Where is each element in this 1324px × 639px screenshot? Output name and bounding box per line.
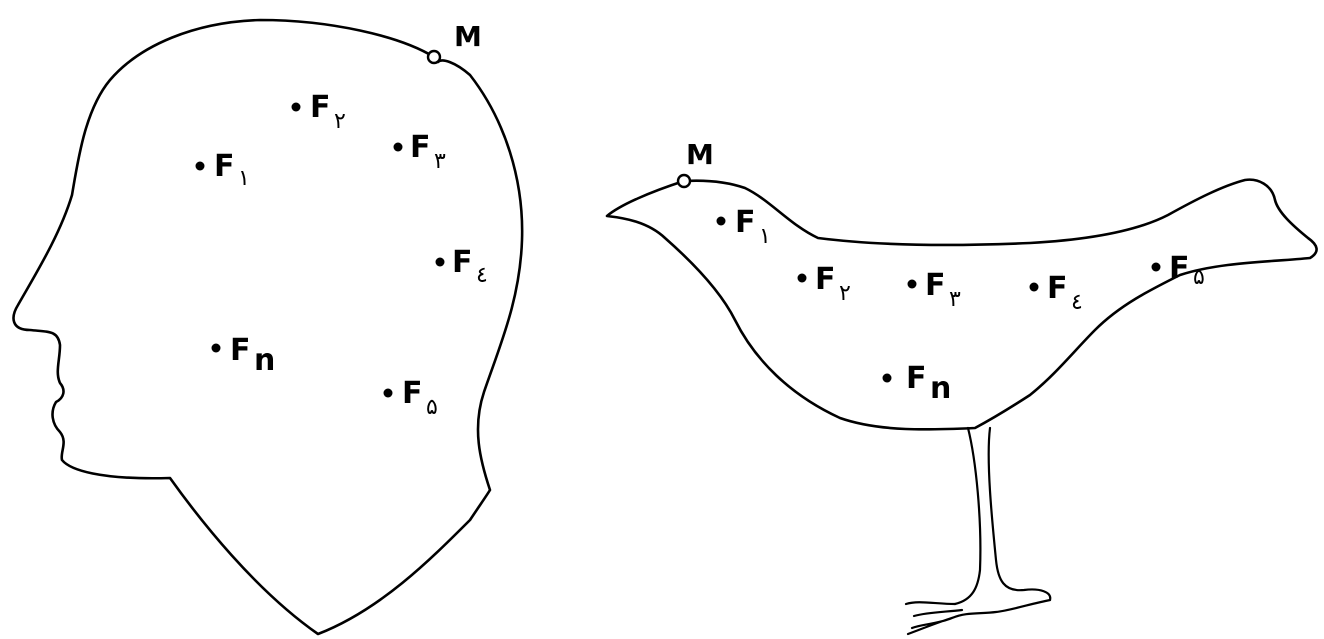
- bird-focus-4-letter: F: [1047, 271, 1068, 306]
- head-figure: M F ۱ F ۲ F ۳ F ٤ F n F ۵: [14, 20, 523, 634]
- head-focus-1-letter: F: [214, 149, 235, 184]
- bird-focus-2-sub: ۲: [839, 281, 851, 306]
- bird-focus-2: F ۲: [798, 262, 851, 306]
- head-focus-2-letter: F: [310, 90, 331, 125]
- head-focus-2-sub: ۲: [334, 109, 346, 134]
- bird-focus-5-letter: F: [1169, 251, 1190, 286]
- head-focus-n-letter: F: [230, 333, 251, 368]
- bird-m-point: [678, 175, 690, 187]
- head-focus-5-letter: F: [402, 376, 423, 411]
- bird-body-outline: [607, 180, 1317, 430]
- bird-focus-n-sub: n: [930, 371, 951, 406]
- head-focus-5-sub: ۵: [426, 395, 438, 420]
- head-focus-n: F n: [212, 333, 276, 378]
- bird-focus-1-letter: F: [735, 205, 756, 240]
- bird-figure: M F ۱ F ۲ F ۳ F ٤ F ۵ F n: [607, 138, 1317, 634]
- head-focus-1-sub: ۱: [238, 166, 250, 191]
- bird-focus-5-sub: ۵: [1193, 265, 1205, 290]
- bird-focus-n-letter: F: [906, 361, 927, 396]
- bird-focus-3-letter: F: [925, 268, 946, 303]
- bird-focus-2-letter: F: [815, 262, 836, 297]
- head-focus-5: F ۵: [384, 376, 438, 420]
- head-focus-4: F ٤: [436, 245, 488, 288]
- head-focus-3-sub: ۳: [434, 149, 446, 174]
- head-outline: [14, 20, 523, 634]
- head-focus-3-letter: F: [410, 130, 431, 165]
- head-focus-4-letter: F: [452, 245, 473, 280]
- head-focus-2: F ۲: [292, 90, 346, 134]
- bird-focus-3: F ۳: [908, 268, 962, 312]
- bird-foot-outline: [906, 600, 1050, 634]
- head-m-point: [428, 51, 440, 63]
- head-m-label: M: [454, 20, 482, 53]
- bird-focus-4-sub: ٤: [1071, 290, 1083, 315]
- bird-leg-outline: [955, 428, 1050, 604]
- head-focus-3: F ۳: [394, 130, 447, 174]
- head-focus-n-sub: n: [254, 343, 275, 378]
- head-focus-1: F ۱: [196, 149, 250, 191]
- bird-focus-4: F ٤: [1030, 271, 1083, 315]
- bird-focus-1: F ۱: [717, 205, 771, 249]
- bird-focus-3-sub: ۳: [949, 287, 961, 312]
- bird-focus-n: F n: [883, 361, 952, 406]
- bird-focus-1-sub: ۱: [759, 224, 771, 249]
- bird-m-label: M: [686, 138, 714, 171]
- head-focus-4-sub: ٤: [476, 263, 488, 288]
